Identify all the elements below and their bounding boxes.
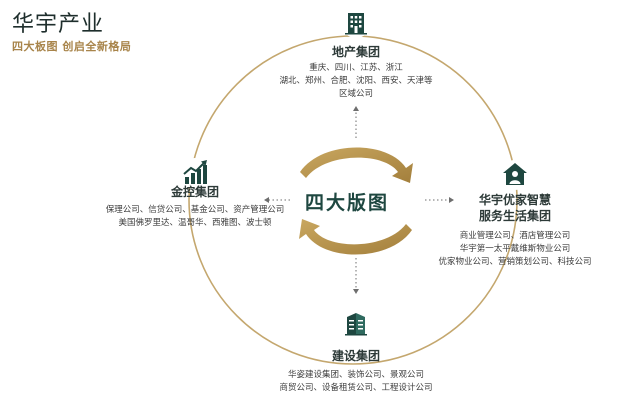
desc-line: 优家物业公司、营销策划公司、科技公司	[438, 257, 592, 267]
page-subtitle: 四大板图 创启全新格局	[12, 40, 132, 53]
node-desc-construction: 华姿建设集团、装饰公司、景观公司 商贸公司、设备租赁公司、工程设计公司	[246, 369, 466, 395]
node-desc-real-estate: 重庆、四川、江苏、浙江 湖北、郑州、合肥、沈阳、西安、天津等 区域公司	[256, 62, 456, 101]
house-person-icon	[500, 160, 530, 190]
title-line: 服务生活集团	[478, 209, 551, 223]
node-desc-services: 商业管理公司、酒店管理公司 华宇第一太平戴维斯物业公司 优家物业公司、营销策划公…	[430, 230, 600, 269]
desc-line: 商业管理公司、酒店管理公司	[459, 231, 571, 241]
desc-line: 保理公司、信贷公司、基金公司、资产管理公司	[105, 205, 285, 215]
node-title-real-estate: 地产集团	[331, 45, 380, 59]
connector-arrowheads	[264, 106, 454, 294]
arrowhead-bottom	[353, 289, 359, 294]
construction-building-icon	[341, 308, 371, 338]
cycle-arrow-top	[300, 147, 413, 183]
cycle-arrow-bottom	[299, 219, 412, 255]
node-title-services: 华宇优家智慧 服务生活集团	[470, 192, 560, 224]
center-label: 四大版图	[304, 192, 389, 214]
desc-line: 湖北、郑州、合肥、沈阳、西安、天津等	[279, 76, 433, 86]
desc-line: 华宇第一太平戴维斯物业公司	[459, 244, 571, 254]
arrowhead-left	[264, 197, 269, 203]
desc-line: 区域公司	[338, 89, 373, 99]
office-building-icon	[341, 8, 371, 38]
arrowhead-top	[353, 106, 359, 111]
desc-line: 商贸公司、设备租赁公司、工程设计公司	[279, 383, 433, 393]
node-title-construction: 建设集团	[331, 349, 380, 363]
node-title-finance: 金控集团	[170, 185, 219, 199]
title-line: 华宇优家智慧	[478, 193, 551, 207]
node-desc-finance: 保理公司、信贷公司、基金公司、资产管理公司 美国佛罗里达、温哥华、西雅图、波士顿	[60, 204, 330, 230]
desc-line: 重庆、四川、江苏、浙江	[309, 63, 403, 73]
desc-line: 美国佛罗里达、温哥华、西雅图、波士顿	[118, 218, 272, 228]
arrowhead-right	[449, 197, 454, 203]
desc-line: 华姿建设集团、装饰公司、景观公司	[287, 370, 424, 380]
dotted-connectors	[268, 110, 450, 290]
rising-chart-icon	[180, 158, 210, 188]
page-title: 华宇产业	[12, 12, 105, 37]
